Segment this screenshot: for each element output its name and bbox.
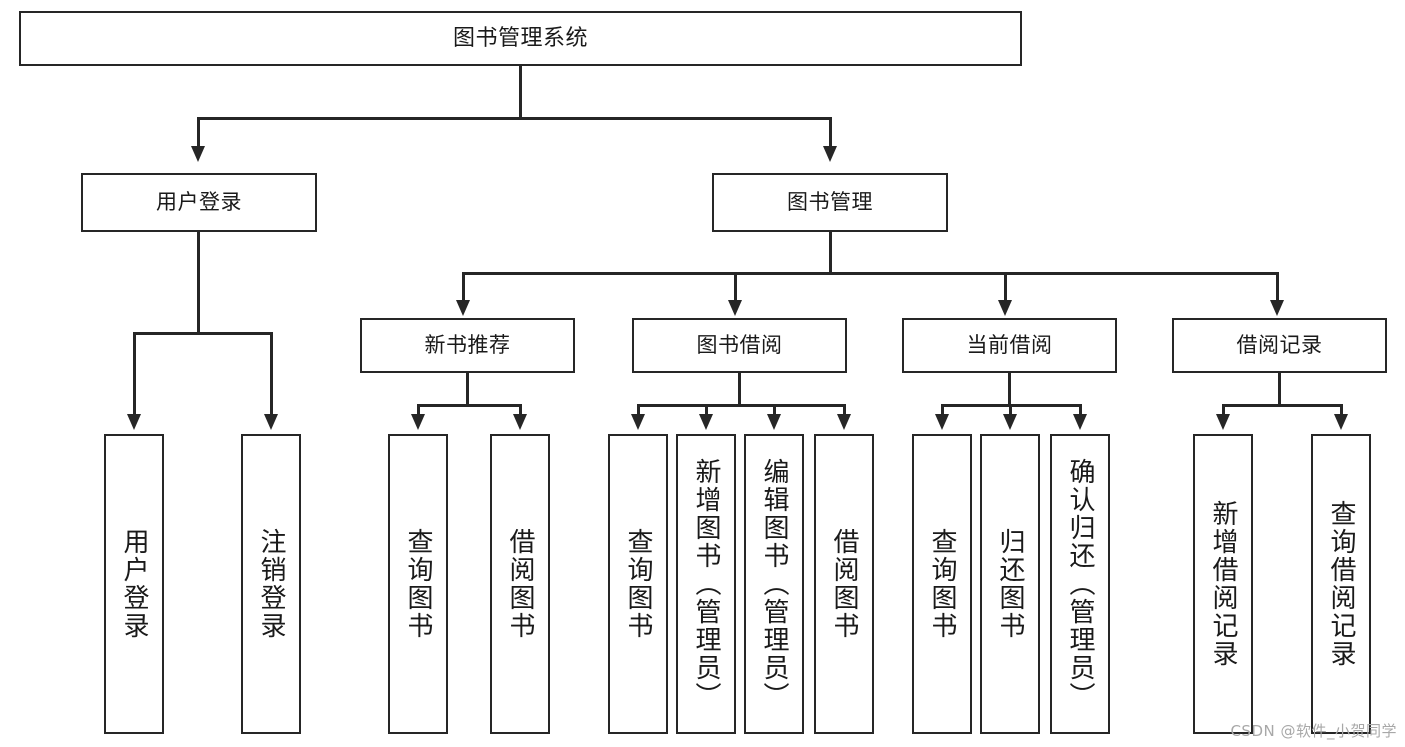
node-leaf-user-login-label: 用户登录 (119, 528, 149, 640)
node-root[interactable]: 图书管理系统 (19, 11, 1022, 66)
arrow-current-borrow-to-leaf-2 (1003, 414, 1017, 430)
node-leaf-add-book-label: 新增图书（管理员） (691, 458, 721, 710)
connector-root-bar (197, 117, 831, 120)
node-borrow-record[interactable]: 借阅记录 (1172, 318, 1387, 373)
node-leaf-query-book-2-label: 查询图书 (623, 528, 653, 640)
node-book-borrow-label: 图书借阅 (696, 333, 783, 357)
arrow-book-borrow-to-leaf-3 (767, 414, 781, 430)
node-new-book-recommend-label: 新书推荐 (424, 333, 511, 357)
connector-borrow-record-bar (1222, 404, 1340, 407)
node-leaf-query-record-label: 查询借阅记录 (1326, 500, 1356, 668)
connector-new-book-stem (466, 373, 469, 406)
arrow-borrow-record-to-leaf-2 (1334, 414, 1348, 430)
connector-root-to-user-login (197, 117, 200, 152)
node-current-borrow-label: 当前借阅 (966, 333, 1053, 357)
node-leaf-query-book-3[interactable]: 查询图书 (912, 434, 972, 734)
arrow-book-borrow-to-leaf-4 (837, 414, 851, 430)
node-leaf-query-book-1-label: 查询图书 (403, 528, 433, 640)
node-user-login-label: 用户登录 (156, 190, 242, 214)
node-leaf-confirm-return[interactable]: 确认归还（管理员） (1050, 434, 1110, 734)
connector-book-borrow-to-leaf-3 (773, 404, 776, 418)
node-leaf-add-record[interactable]: 新增借阅记录 (1193, 434, 1253, 734)
node-leaf-return-book-label: 归还图书 (995, 528, 1025, 640)
arrow-root-to-user-login (191, 146, 205, 162)
node-leaf-edit-book-label: 编辑图书（管理员） (759, 458, 789, 710)
arrow-new-book-to-leaf-1 (411, 414, 425, 430)
node-leaf-query-book-2[interactable]: 查询图书 (608, 434, 668, 734)
connector-book-borrow-to-leaf-4 (843, 404, 846, 418)
node-leaf-query-book-3-label: 查询图书 (927, 528, 957, 640)
arrow-user-login-to-leaf-1 (127, 414, 141, 430)
connector-current-borrow-stem (1008, 373, 1011, 406)
arrow-current-borrow-to-leaf-3 (1073, 414, 1087, 430)
node-leaf-confirm-return-label: 确认归还（管理员） (1065, 458, 1095, 710)
connector-user-login-bar (133, 332, 272, 335)
connector-new-book-to-leaf-1 (417, 404, 420, 418)
arrow-new-book-to-leaf-2 (513, 414, 527, 430)
connector-current-borrow-to-leaf-1 (941, 404, 944, 418)
connector-book-manage-to-current-borrow (1004, 272, 1007, 304)
connector-book-borrow-stem (738, 373, 741, 406)
node-leaf-query-record[interactable]: 查询借阅记录 (1311, 434, 1371, 734)
node-leaf-borrow-book-2-label: 借阅图书 (829, 528, 859, 640)
node-book-manage-label: 图书管理 (787, 190, 873, 214)
connector-book-manage-stem (829, 232, 832, 274)
node-leaf-borrow-book-2[interactable]: 借阅图书 (814, 434, 874, 734)
node-leaf-borrow-book-1-label: 借阅图书 (505, 528, 535, 640)
arrow-borrow-record-to-leaf-1 (1216, 414, 1230, 430)
arrow-root-to-book-manage (823, 146, 837, 162)
arrow-book-borrow-to-leaf-1 (631, 414, 645, 430)
connector-root-to-book-manage (829, 117, 832, 152)
arrow-book-manage-to-new-book (456, 300, 470, 316)
node-leaf-edit-book[interactable]: 编辑图书（管理员） (744, 434, 804, 734)
node-user-login[interactable]: 用户登录 (81, 173, 317, 232)
arrow-book-borrow-to-leaf-2 (699, 414, 713, 430)
arrow-book-manage-to-current-borrow (998, 300, 1012, 316)
connector-user-login-stem (197, 232, 200, 334)
node-root-label: 图书管理系统 (452, 25, 588, 51)
node-book-manage[interactable]: 图书管理 (712, 173, 948, 232)
connector-book-borrow-bar (637, 404, 845, 407)
node-leaf-user-logout[interactable]: 注销登录 (241, 434, 301, 734)
node-leaf-borrow-book-1[interactable]: 借阅图书 (490, 434, 550, 734)
node-leaf-return-book[interactable]: 归还图书 (980, 434, 1040, 734)
connector-current-borrow-to-leaf-3 (1079, 404, 1082, 418)
connector-borrow-record-to-leaf-2 (1340, 404, 1343, 418)
connector-new-book-bar (417, 404, 521, 407)
node-leaf-add-book[interactable]: 新增图书（管理员） (676, 434, 736, 734)
connector-book-manage-bar (462, 272, 1279, 275)
connector-book-borrow-to-leaf-1 (637, 404, 640, 418)
connector-current-borrow-to-leaf-2 (1009, 404, 1012, 418)
connector-new-book-to-leaf-2 (519, 404, 522, 418)
connector-book-manage-to-book-borrow (734, 272, 737, 304)
arrow-book-manage-to-book-borrow (728, 300, 742, 316)
node-leaf-add-record-label: 新增借阅记录 (1208, 500, 1238, 668)
arrow-user-login-to-leaf-2 (264, 414, 278, 430)
node-leaf-query-book-1[interactable]: 查询图书 (388, 434, 448, 734)
connector-borrow-record-to-leaf-1 (1222, 404, 1225, 418)
node-book-borrow[interactable]: 图书借阅 (632, 318, 847, 373)
connector-root-stem (519, 66, 522, 118)
connector-book-borrow-to-leaf-2 (705, 404, 708, 418)
node-leaf-user-login[interactable]: 用户登录 (104, 434, 164, 734)
connector-user-login-to-leaf-1 (133, 332, 136, 418)
arrow-book-manage-to-borrow-record (1270, 300, 1284, 316)
node-borrow-record-label: 借阅记录 (1236, 333, 1323, 357)
watermark: CSDN @软件_小贺同学 (1230, 722, 1397, 740)
connector-borrow-record-stem (1278, 373, 1281, 406)
connector-book-manage-to-borrow-record (1276, 272, 1279, 304)
connector-book-manage-to-new-book (462, 272, 465, 304)
connector-user-login-to-leaf-2 (270, 332, 273, 418)
arrow-current-borrow-to-leaf-1 (935, 414, 949, 430)
node-leaf-user-logout-label: 注销登录 (256, 528, 286, 640)
node-current-borrow[interactable]: 当前借阅 (902, 318, 1117, 373)
node-new-book-recommend[interactable]: 新书推荐 (360, 318, 575, 373)
